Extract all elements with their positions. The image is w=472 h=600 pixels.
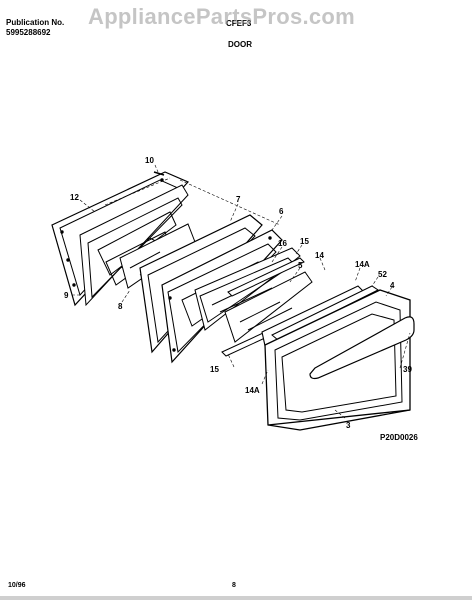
label-3: 3 — [346, 421, 351, 430]
label-4: 4 — [390, 281, 395, 290]
footer-page: 8 — [232, 582, 236, 589]
scan-edge — [0, 596, 472, 600]
publication-label: Publication No. — [6, 18, 65, 27]
section-title: DOOR — [228, 40, 252, 49]
watermark: AppliancePartsPros.com — [88, 4, 356, 29]
label-15-bottom: 15 — [210, 365, 219, 374]
part-5-inner-glass — [224, 271, 313, 343]
label-8: 8 — [118, 302, 123, 311]
label-39: 39 — [403, 365, 412, 374]
label-9: 9 — [64, 291, 69, 300]
part-52-gasket — [271, 285, 379, 341]
part-39-handle — [309, 316, 415, 380]
label-14a-top: 14A — [355, 260, 370, 269]
label-7: 7 — [236, 195, 241, 204]
label-10: 10 — [145, 156, 154, 165]
label-5: 5 — [298, 261, 303, 270]
model-number: CFEF3 — [226, 19, 252, 28]
label-14: 14 — [315, 251, 324, 260]
part-15-strip-top — [227, 257, 305, 297]
label-52: 52 — [378, 270, 387, 279]
label-14a-bottom: 14A — [245, 386, 260, 395]
footer-date: 10/96 — [8, 582, 26, 589]
publication-number: 5995288692 — [6, 28, 51, 37]
label-16: 16 — [278, 239, 287, 248]
label-15: 15 — [300, 237, 309, 246]
label-12: 12 — [70, 193, 79, 202]
label-6: 6 — [279, 207, 284, 216]
diagram-code: P20D0026 — [380, 433, 418, 442]
